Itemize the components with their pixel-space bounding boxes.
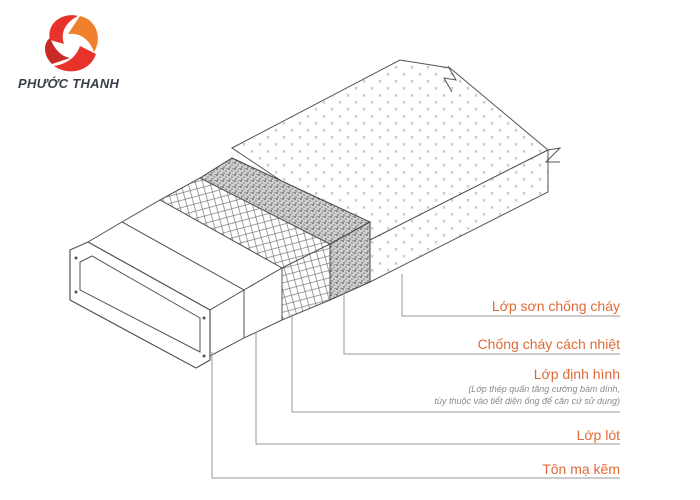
galvanized-duct — [69, 221, 246, 369]
leader-lines — [211, 274, 620, 479]
shaping-layer — [158, 177, 332, 321]
label-lining-layer: Lớp lót — [576, 427, 620, 443]
label-shaping-note-2: tùy thuộc vào tiết diện ống để căn cứ sử… — [434, 396, 620, 406]
label-shaping-layer: Lớp định hình — [533, 366, 620, 382]
label-insulation-layer: Chống cháy cách nhiệt — [477, 336, 620, 352]
label-shaping-note-1: (Lớp thép quấn tăng cường bám dính, — [468, 384, 620, 394]
lining-layer — [120, 199, 284, 339]
brand-logo — [45, 15, 98, 72]
label-paint-layer: Lớp sơn chống cháy — [491, 298, 620, 314]
label-galvanized-layer: Tôn mạ kẽm — [542, 461, 620, 477]
brand-name: PHƯỚC THANH — [18, 76, 120, 91]
